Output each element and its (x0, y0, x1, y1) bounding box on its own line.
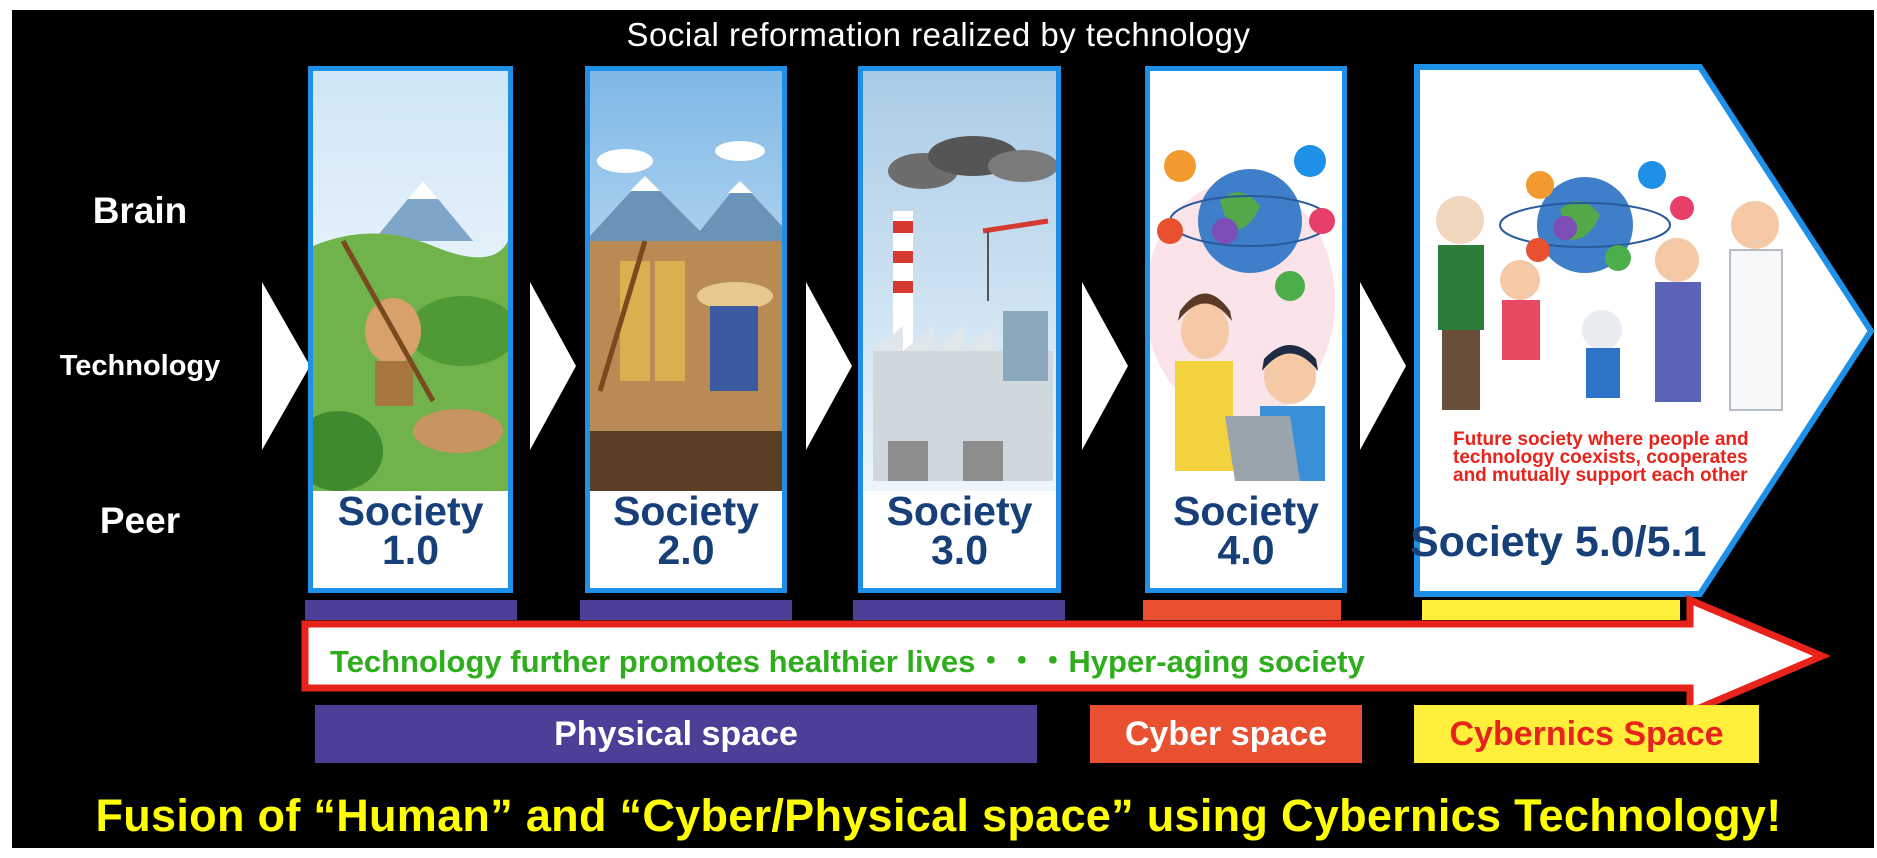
society-1-title: Society 1.0 (313, 488, 508, 573)
society-5-title: Society 5.0/5.1 (1410, 518, 1707, 566)
society-4-card: Society 4.0 (1145, 66, 1347, 593)
heading: Social reformation realized by technolog… (626, 16, 1251, 53)
cybernics-space-box: Cybernics Space (1414, 705, 1759, 763)
society-2-title: Society 2.0 (590, 488, 782, 573)
information-society-illustration (1150, 71, 1342, 491)
cybernics-society-illustration (1436, 161, 1783, 411)
cybernics-space-label: Cybernics Space (1449, 714, 1724, 753)
society-2-bar (580, 600, 792, 620)
society-2-title-line1: Society (613, 488, 759, 534)
society-4-bar (1143, 600, 1341, 620)
side-label-peer: Peer (99, 500, 181, 541)
society-4-title: Society 4.0 (1150, 488, 1342, 573)
side-label-technology: Technology (59, 350, 221, 382)
society-3-title: Society 3.0 (863, 488, 1056, 573)
cyber-space-box: Cyber space (1090, 705, 1362, 763)
society-5-bar (1422, 600, 1680, 620)
physical-space-box: Physical space (315, 705, 1037, 763)
side-label-brain: Brain (92, 190, 188, 231)
physical-space-label: Physical space (554, 714, 798, 753)
society-2-title-line2: 2.0 (657, 527, 715, 573)
chevron-right-icon (806, 282, 852, 450)
chevron-right-icon (1360, 282, 1406, 450)
future-society-description: Future society where people and technolo… (1453, 429, 1749, 486)
society-1-card: Society 1.0 (308, 66, 513, 593)
society-1-title-line1: Society (337, 488, 484, 534)
society-4-title-line1: Society (1173, 488, 1319, 534)
chevron-right-icon (262, 282, 310, 450)
society-3-bar (853, 600, 1065, 620)
society-1-title-line2: 1.0 (382, 527, 439, 573)
society-1-bar (305, 600, 517, 620)
society-2-card: Society 2.0 (585, 66, 787, 593)
factory-scene-illustration (863, 71, 1056, 491)
society-5-card (1414, 64, 1875, 597)
society-3-card: Society 3.0 (858, 66, 1061, 593)
tagline: Fusion of “Human” and “Cyber/Physical sp… (95, 790, 1782, 841)
progress-arrow (301, 594, 1830, 718)
society-3-title-line1: Society (886, 488, 1033, 534)
society-3-title-line2: 3.0 (931, 527, 988, 573)
band-text: Technology further promotes healthier li… (330, 644, 1365, 679)
chevron-right-icon (1082, 282, 1128, 450)
society-4-title-line2: 4.0 (1217, 527, 1275, 573)
hunting-scene-illustration (313, 71, 508, 491)
farming-scene-illustration (590, 71, 782, 491)
chevron-right-icon (530, 282, 576, 450)
cyber-space-label: Cyber space (1124, 714, 1328, 753)
